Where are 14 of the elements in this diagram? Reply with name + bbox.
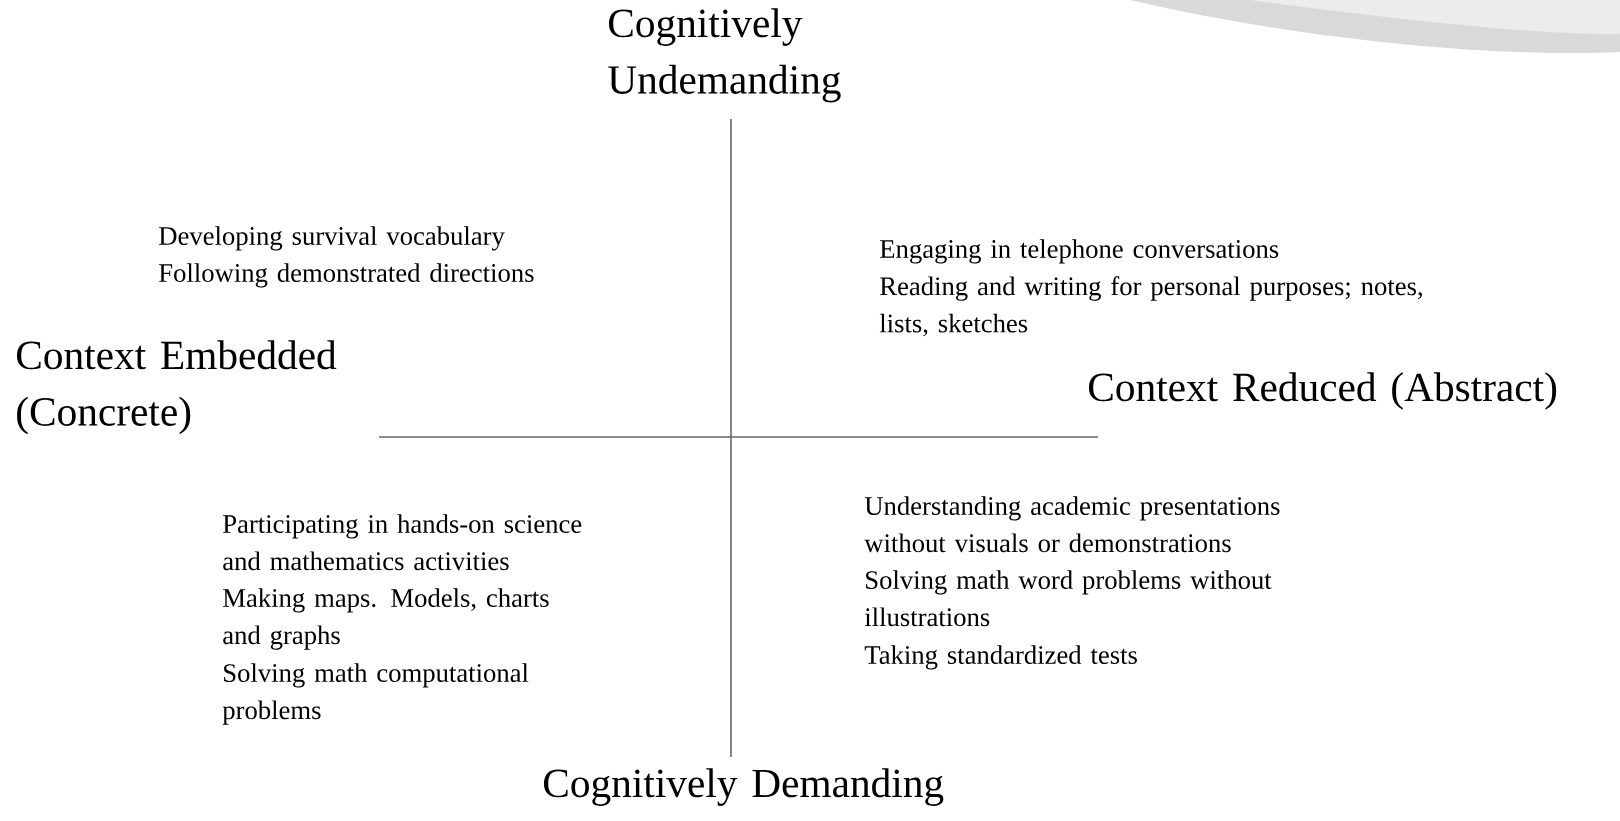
axis-label: Context Reduced (Abstract): [1088, 372, 1557, 410]
quadrant-text: Developing survival vocabulary: [159, 226, 505, 251]
axis-label: Cognitively Demanding: [543, 768, 944, 806]
quadrant-text: Engaging in telephone conversations: [880, 239, 1279, 264]
quadrant-text: Understanding academic presentations without visuals or demonstrations: [864, 496, 1280, 553]
quadrant-text: Solving math word problems without illustrations: [864, 570, 1272, 627]
quadrant-text: Reading and writing for personal purposes; notes, lists, sketches: [879, 276, 1422, 337]
quadrant-text: Taking standardized tests: [864, 645, 1137, 670]
axis-label: Cognitively Undemanding: [608, 8, 841, 103]
axis-label: Context Embedded (Concrete): [16, 340, 337, 435]
quadrant-text: Participating in hands-on science and mathematics activities: [223, 514, 582, 571]
quadrant-text: Making maps. Models, charts and graphs: [223, 588, 549, 650]
quadrant-text: Solving math computational problems: [222, 663, 529, 725]
quadrant-text: Following demonstrated directions: [159, 263, 534, 288]
